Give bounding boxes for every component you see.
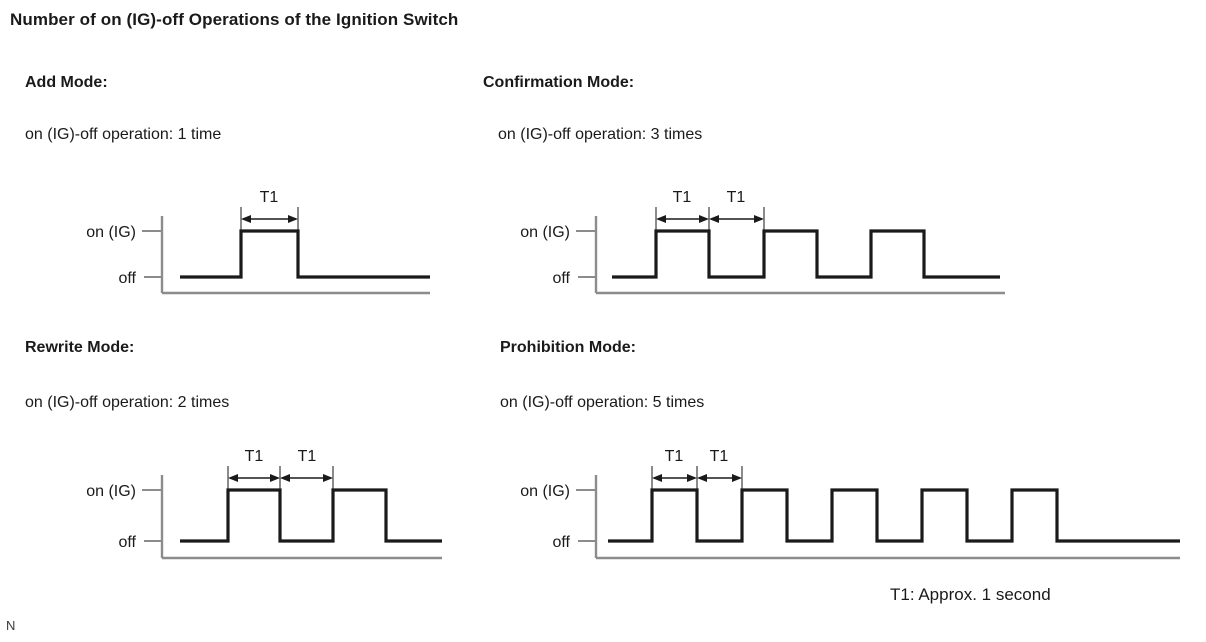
- mode-heading-confirmation: Confirmation Mode:: [483, 74, 635, 91]
- waveform-prohibition-mode: on (IG) off T1 T1: [480, 443, 1195, 571]
- axis-label-on: on (IG): [86, 224, 136, 241]
- t1-label-1: T1: [665, 448, 684, 465]
- axis-label-off: off: [553, 270, 571, 287]
- mode-subtitle-rewrite: on (IG)-off operation: 2 times: [25, 394, 230, 411]
- t1-label-1: T1: [245, 448, 264, 465]
- axis-label-off: off: [119, 534, 137, 551]
- waveform-add-mode: on (IG) off T1: [30, 180, 450, 305]
- t1-label-1: T1: [673, 189, 692, 206]
- t1-arrow-1: [652, 474, 697, 482]
- page-title: Number of on (IG)-off Operations of the …: [10, 10, 459, 29]
- t1-arrow-1: [241, 215, 298, 223]
- axis-label-off: off: [553, 534, 571, 551]
- mode-heading-add: Add Mode:: [25, 74, 108, 91]
- waveform-trace-rewrite: [180, 488, 442, 543]
- stray-mark: N: [6, 618, 16, 633]
- mode-heading-prohibition: Prohibition Mode:: [500, 339, 636, 356]
- axis-label-on: on (IG): [520, 483, 570, 500]
- t1-arrow-2: [280, 474, 333, 482]
- waveform-svg-rewrite: on (IG) off T1 T1: [86, 448, 442, 560]
- mode-subtitle-prohibition: on (IG)-off operation: 5 times: [500, 394, 705, 411]
- t1-arrow-2: [697, 474, 742, 482]
- waveform-confirmation-mode: on (IG) off T1 T1: [480, 180, 1025, 305]
- t1-arrow-1: [656, 215, 709, 223]
- axis-label-on: on (IG): [86, 483, 136, 500]
- mode-subtitle-add: on (IG)-off operation: 1 time: [25, 126, 222, 143]
- waveform-trace-prohibition: [608, 488, 1180, 543]
- t1-label-1: T1: [260, 189, 279, 206]
- axis-label-on: on (IG): [520, 224, 570, 241]
- waveform-svg-confirmation: on (IG) off T1 T1: [520, 189, 1005, 295]
- waveform-svg-add: on (IG) off T1: [86, 189, 430, 295]
- footnote-t1: T1: Approx. 1 second: [890, 585, 1051, 604]
- waveform-trace-add: [180, 229, 430, 279]
- t1-label-2: T1: [298, 448, 317, 465]
- t1-arrow-1: [228, 474, 280, 482]
- t1-label-2: T1: [727, 189, 746, 206]
- mode-heading-rewrite: Rewrite Mode:: [25, 339, 135, 356]
- t1-arrow-2: [709, 215, 764, 223]
- waveform-trace-confirmation: [612, 229, 1000, 279]
- waveform-rewrite-mode: on (IG) off T1 T1: [30, 443, 460, 571]
- t1-label-2: T1: [710, 448, 729, 465]
- mode-subtitle-confirmation: on (IG)-off operation: 3 times: [498, 126, 703, 143]
- axis-label-off: off: [119, 270, 137, 287]
- waveform-svg-prohibition: on (IG) off T1 T1: [520, 448, 1180, 560]
